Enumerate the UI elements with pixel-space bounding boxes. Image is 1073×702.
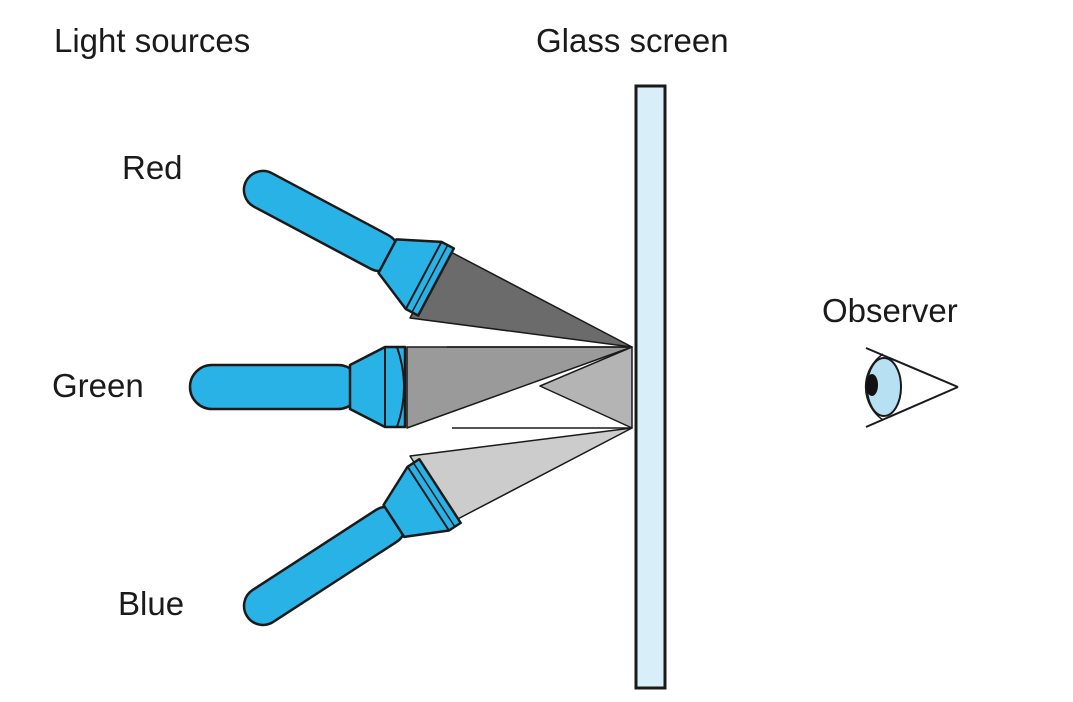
light-sources-title: Light sources <box>54 22 251 59</box>
glass-screen <box>634 84 667 690</box>
flashlight-icon <box>242 169 456 317</box>
source-label-blue: Blue <box>118 585 185 622</box>
source-label-green: Green <box>52 367 144 404</box>
flashlight-icon <box>242 457 462 627</box>
light-beams <box>406 249 633 523</box>
source-label-red: Red <box>122 149 183 186</box>
glass-screen-title: Glass screen <box>536 22 729 59</box>
observer-label: Observer <box>822 292 958 329</box>
eye-icon <box>864 347 959 428</box>
flashlight-icon <box>188 345 407 429</box>
beam-overlap <box>539 346 633 429</box>
